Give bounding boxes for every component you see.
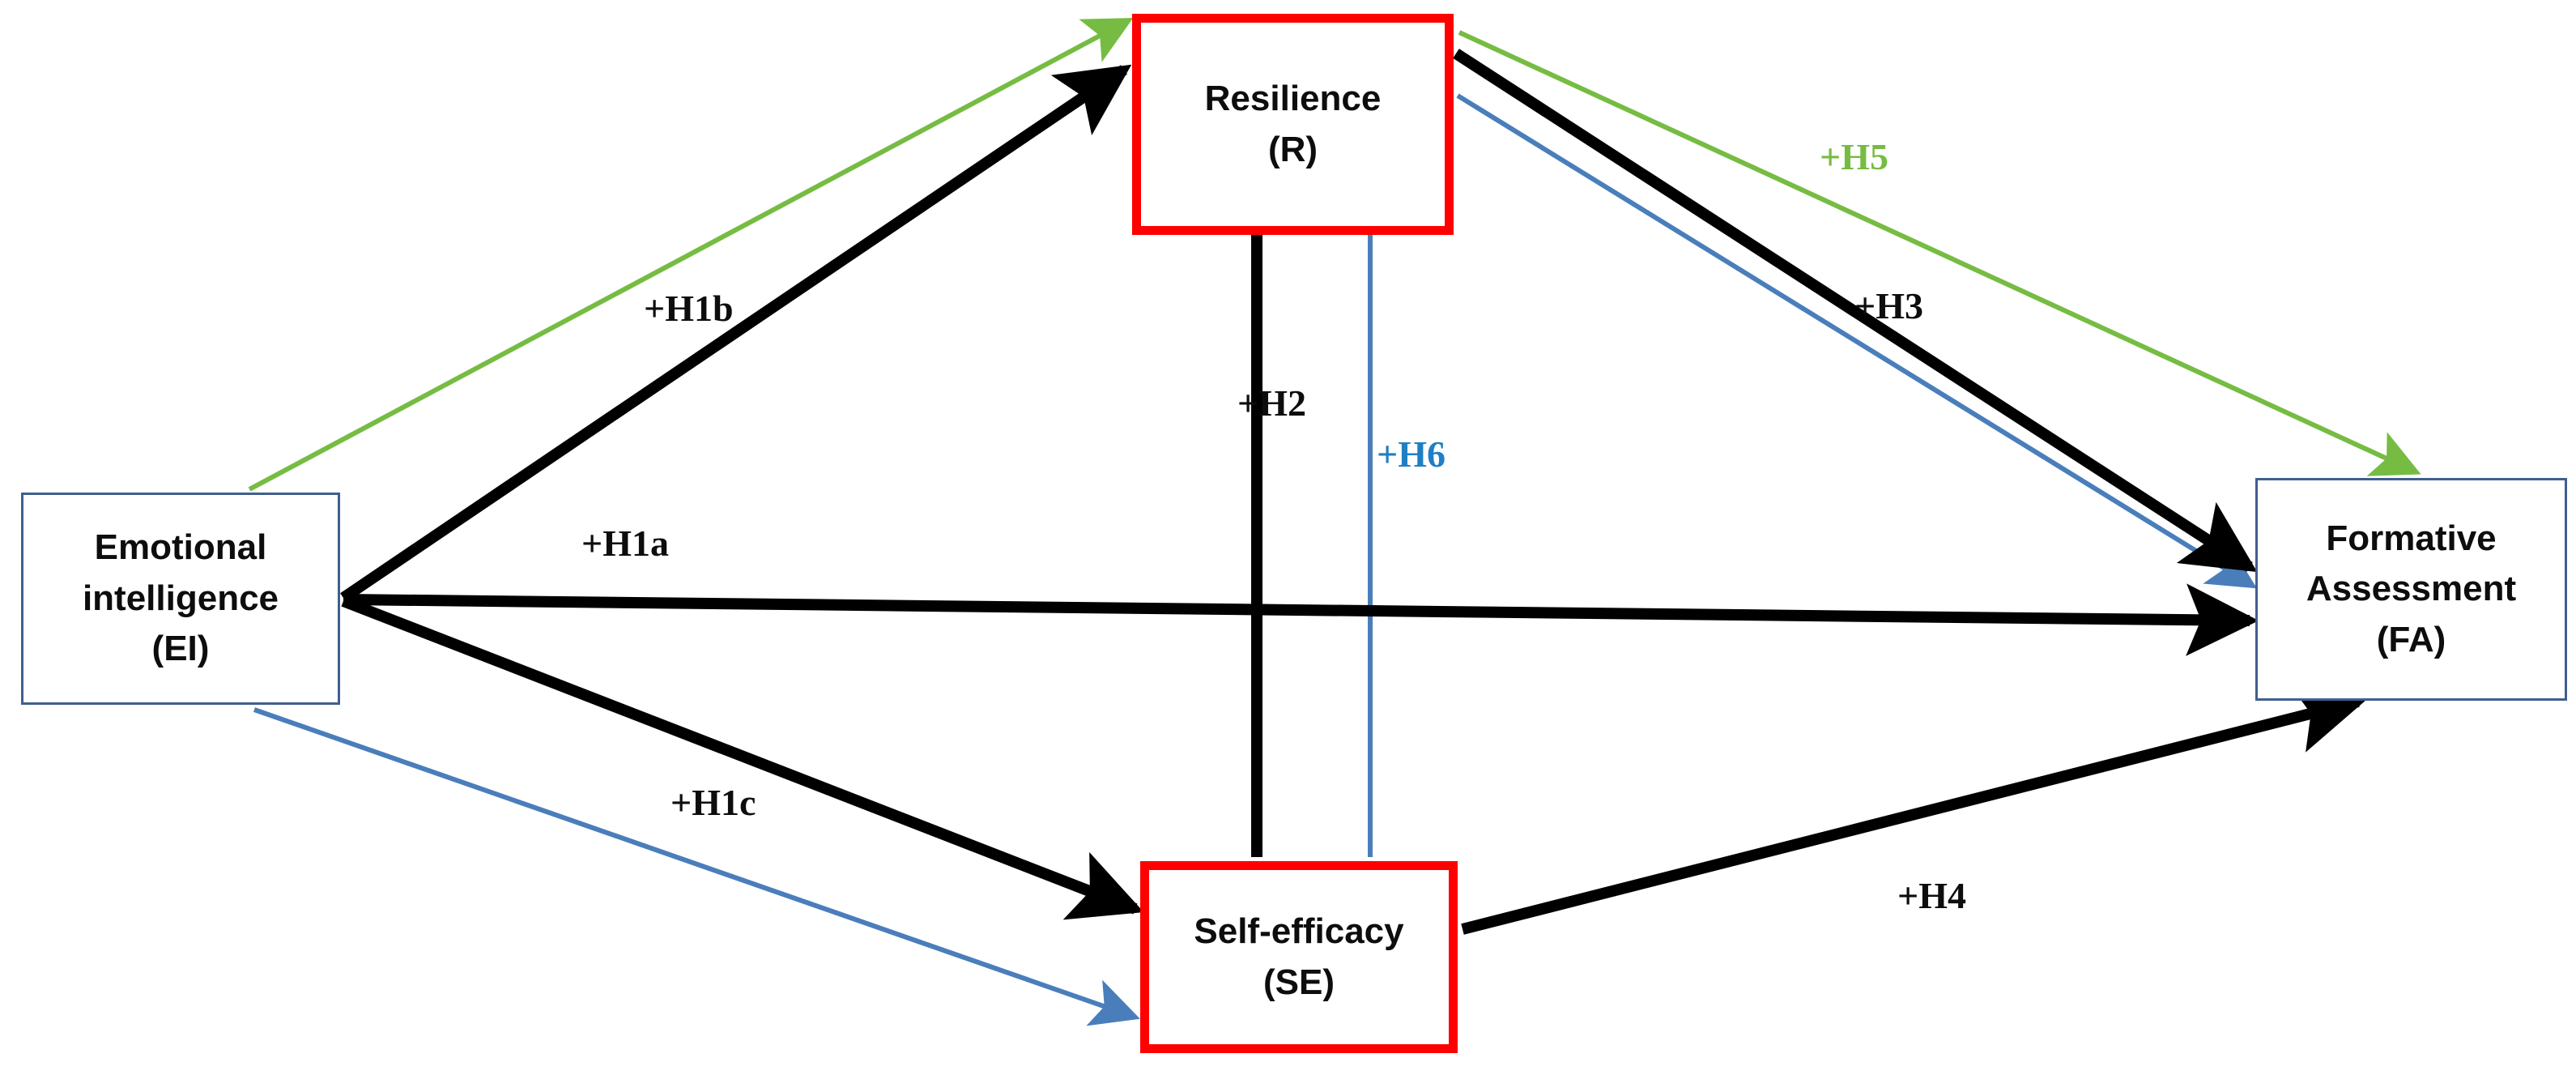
node-r-line-1: Resilience: [1204, 79, 1382, 119]
edge-label-h6: +H6: [1377, 433, 1446, 475]
edge-h5-r-to-fa: [1458, 30, 2421, 476]
edge-h6-ei-to-se: [253, 707, 1140, 1026]
node-ei-line-1: Emotional: [94, 527, 267, 568]
edge-label-h5: +H5: [1820, 136, 1888, 177]
edge-label-h2: +H2: [1237, 382, 1306, 424]
edge-label-h1b: +H1b: [644, 288, 734, 329]
node-emotional-intelligence[interactable]: Emotional intelligence (EI): [21, 493, 340, 705]
edge-h3-r-to-fa: [1453, 49, 2258, 573]
edge-label-h3: +H3: [1854, 285, 1923, 326]
node-self-efficacy[interactable]: Self-efficacy (SE): [1140, 861, 1458, 1053]
edge-h5-ei-to-r: [248, 18, 1134, 492]
node-fa-line-3: (FA): [2376, 619, 2446, 659]
edge-h1b-ei-to-r: [340, 64, 1132, 603]
edge-h1c-ei-to-se: [341, 595, 1144, 920]
edge-h1a-ei-to-fa: [343, 583, 2259, 656]
node-resilience[interactable]: Resilience (R): [1132, 14, 1454, 235]
node-se-line-2: (SE): [1263, 962, 1335, 1002]
edge-label-h1c: +H1c: [671, 782, 756, 823]
node-formative-assessment[interactable]: Formative Assessment (FA): [2255, 478, 2567, 701]
edge-label-h1a: +H1a: [581, 523, 669, 564]
edge-label-h4: +H4: [1897, 875, 1966, 916]
node-fa-line-2: Assessment: [2306, 569, 2517, 609]
node-ei-line-2: intelligence: [82, 578, 279, 618]
node-se-line-1: Self-efficacy: [1194, 911, 1404, 952]
node-r-line-2: (R): [1267, 129, 1318, 169]
node-fa-line-1: Formative: [2326, 518, 2497, 558]
node-ei-line-3: (EI): [151, 629, 210, 669]
